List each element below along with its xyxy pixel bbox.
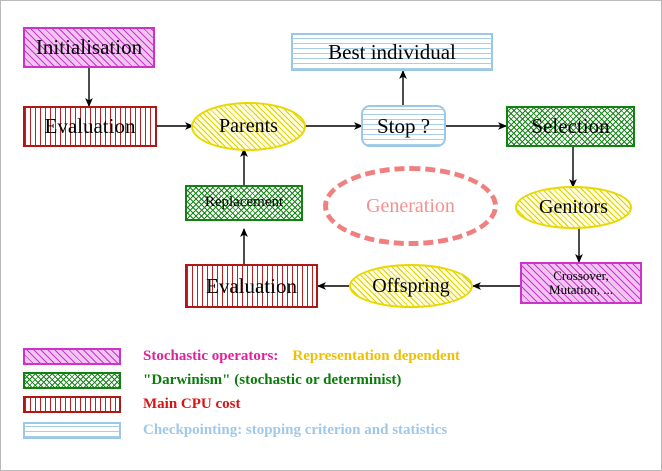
legend-swatch-red (23, 395, 121, 413)
node-crossover-line1: Crossover, (553, 268, 609, 284)
node-initialisation-label: Initialisation (35, 35, 143, 60)
node-offspring[interactable]: Offspring (349, 264, 473, 308)
node-generation: Generation (323, 166, 498, 246)
node-replacement[interactable]: Replacement (185, 185, 303, 221)
legend-label-checkpointing: Checkpointing: stopping criterion and st… (143, 421, 448, 438)
legend-swatch-blue (23, 421, 121, 439)
legend-label-cpu-cost: Main CPU cost (143, 395, 241, 412)
node-crossover-line2: Mutation, ... (549, 282, 613, 297)
node-stop[interactable]: Stop ? (361, 105, 446, 147)
legend-row-darwinism: "Darwinism" (stochastic or determinist) (23, 369, 401, 391)
node-parents[interactable]: Parents (191, 102, 306, 151)
node-genitors-label: Genitors (539, 196, 608, 218)
legend-swatch-magenta (23, 347, 121, 365)
legend-row-checkpointing: Checkpointing: stopping criterion and st… (23, 419, 447, 441)
node-selection[interactable]: Selection (506, 106, 635, 147)
node-crossover-mutation[interactable]: Crossover, Mutation, ... (520, 262, 642, 304)
node-initialisation[interactable]: Initialisation (23, 27, 155, 68)
node-parents-label: Parents (219, 115, 278, 137)
legend-label-darwinism: "Darwinism" (stochastic or determinist) (143, 371, 402, 388)
node-evaluation-top-label: Evaluation (44, 114, 136, 139)
node-best-individual[interactable]: Best individual (291, 33, 493, 71)
node-evaluation-bottom-label: Evaluation (206, 273, 297, 298)
legend-swatch-green (23, 371, 121, 389)
node-stop-label: Stop ? (376, 113, 431, 138)
legend-row-cpu-cost: Main CPU cost (23, 393, 241, 415)
node-offspring-label: Offspring (372, 274, 450, 297)
node-selection-label: Selection (531, 114, 610, 139)
legend-row-stochastic: Stochastic operators: Representation depe… (23, 345, 460, 367)
node-generation-label: Generation (366, 194, 455, 217)
node-best-individual-label: Best individual (328, 39, 456, 64)
legend-label-stochastic-text: Stochastic operators: (143, 347, 279, 364)
node-evaluation-bottom[interactable]: Evaluation (185, 264, 318, 308)
node-genitors[interactable]: Genitors (515, 186, 632, 229)
legend-label-stochastic: Stochastic operators: Representation depe… (143, 348, 460, 365)
node-replacement-label: Replacement (204, 194, 284, 211)
node-evaluation-top[interactable]: Evaluation (23, 106, 157, 147)
legend-label-representation-text: Representation dependent (292, 347, 461, 364)
